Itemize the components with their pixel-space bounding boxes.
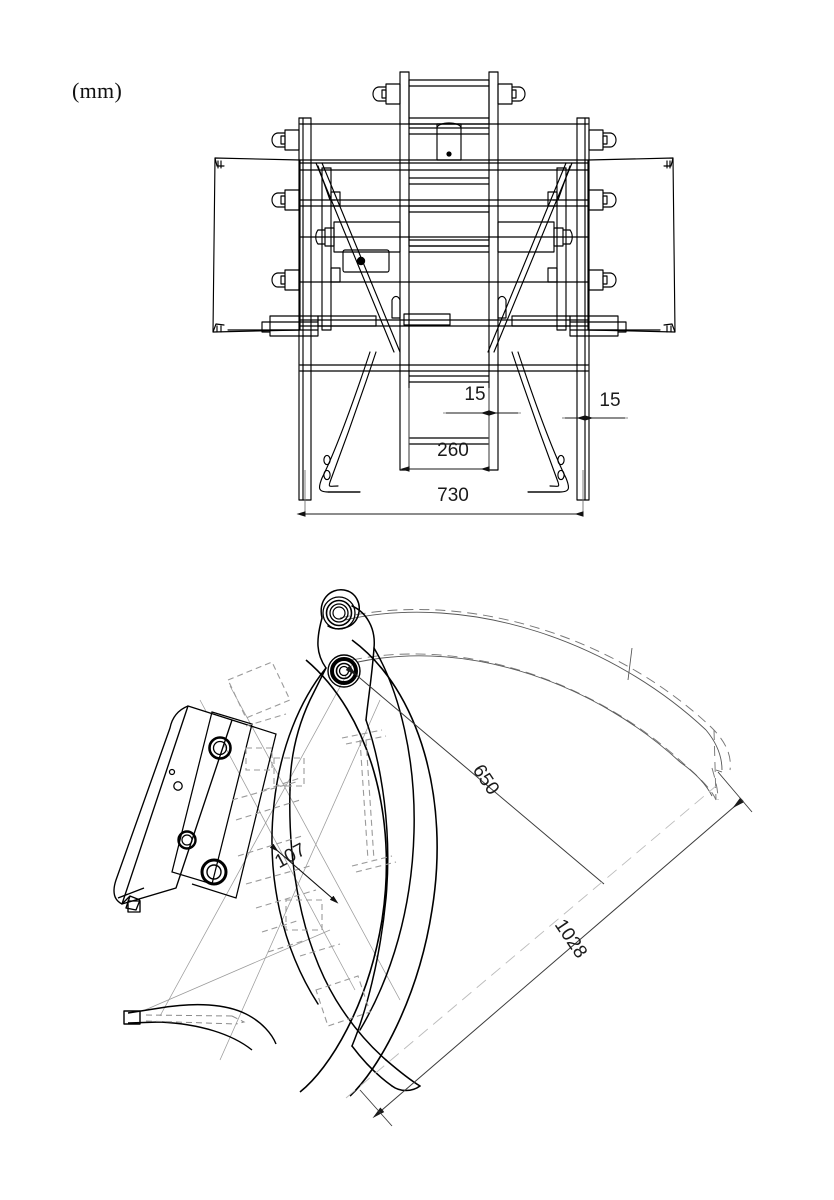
phantom-arc-solid-edges	[344, 611, 723, 797]
mounting-plate	[113, 705, 233, 913]
lower-right-arm	[511, 351, 570, 493]
diagonal-braces	[315, 162, 573, 353]
lower-pivot-bearing	[327, 654, 361, 688]
ext-line-1028-near	[359, 1089, 393, 1127]
plate-bolt-bosses	[177, 736, 232, 886]
grapple-tip-tine	[123, 1003, 277, 1051]
grapple-jaw-arc	[299, 639, 438, 1097]
left-hydraulic-cylinder	[315, 221, 401, 253]
top-cylinder-block	[408, 79, 490, 161]
center-lower-cylinder	[408, 205, 490, 247]
center-ladder-frame	[399, 71, 499, 471]
left-vertical-rails	[298, 117, 312, 501]
side-view-dimensions	[269, 665, 753, 1127]
dim-label-1028: 1028	[550, 916, 591, 963]
ext-line-1028-axis	[345, 785, 717, 1099]
left-wing-plate	[212, 157, 301, 333]
grapple-tip-hidden-detail	[145, 1014, 246, 1025]
lower-rail-blocks	[261, 315, 627, 337]
top-bolt-right	[497, 83, 526, 105]
right-inner-rail	[556, 167, 567, 331]
lower-left-arm	[318, 351, 377, 493]
grapple-arm-body	[271, 589, 421, 1092]
dim-line-1028	[372, 797, 745, 1119]
right-wing-plate	[587, 157, 676, 333]
ext-line-1028-far	[717, 771, 753, 813]
dim-label-730: 730	[437, 485, 469, 506]
unit-label: (mm)	[72, 78, 123, 103]
dim-label-15-right: 15	[599, 390, 620, 411]
front-view-geometry	[212, 71, 676, 501]
dim-label-650: 650	[468, 761, 503, 799]
dim-label-260: 260	[437, 440, 469, 461]
front-view-dimension-arrows	[296, 410, 625, 517]
right-rail-bolts	[588, 129, 617, 291]
upper-pivot-bearing	[322, 596, 356, 630]
right-vertical-rails	[576, 117, 590, 501]
right-hydraulic-cylinder	[497, 221, 573, 253]
center-pivot-lugs	[391, 295, 507, 319]
left-rail-bolts	[271, 129, 300, 291]
top-bolt-left	[372, 83, 401, 105]
left-inner-rail	[321, 167, 332, 331]
back-plate-beams	[299, 123, 589, 372]
dim-line-107	[269, 843, 339, 904]
dim-label-15-left: 15	[464, 384, 485, 405]
